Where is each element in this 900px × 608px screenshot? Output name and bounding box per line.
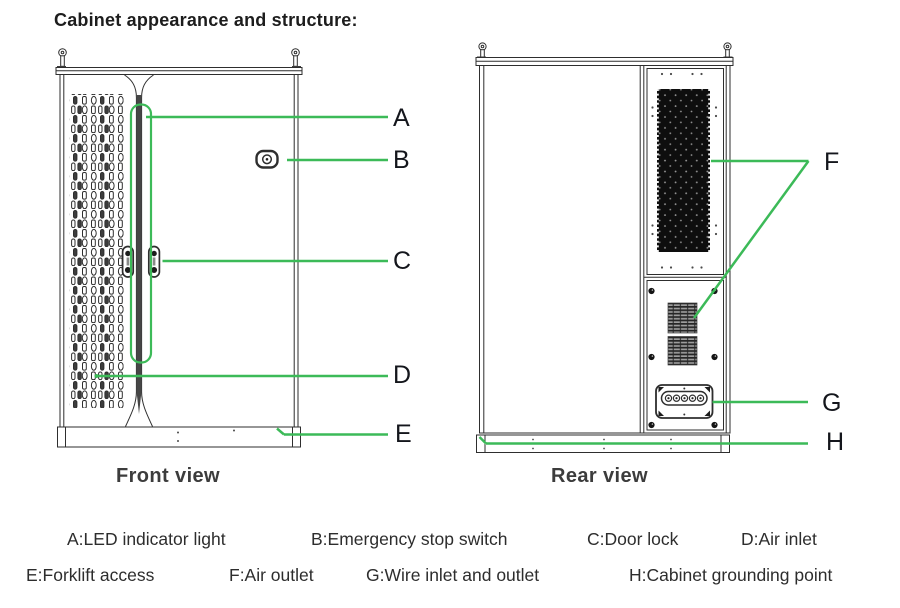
rear-callout-lines (478, 159, 810, 445)
callout-frame-a (129, 103, 153, 364)
legend-item-c: C:Door lock (587, 529, 679, 549)
front-view-caption: Front view (116, 465, 221, 487)
front-view-drawing (55, 48, 388, 448)
emergency-stop-switch (255, 149, 279, 169)
callout-label-a: A (393, 104, 410, 132)
legend-item-h: H:Cabinet grounding point (629, 565, 833, 585)
rear-screw-dots (651, 72, 718, 269)
legend-item-f: F:Air outlet (229, 565, 314, 585)
wire-inlet-outlet-panel (655, 384, 714, 419)
rear-upper-panel (646, 68, 724, 275)
vent-grille-upper (667, 302, 698, 334)
led-indicator-strip (136, 95, 142, 392)
legend-item-d: D:Air inlet (741, 529, 817, 549)
lifting-eye-left-rear (478, 42, 487, 59)
rear-view-drawing (475, 42, 810, 453)
legend-item-e: E:Forklift access (26, 565, 155, 585)
legend-item-g: G:Wire inlet and outlet (366, 565, 540, 585)
page-title: Cabinet appearance and structure: (54, 10, 358, 30)
callout-label-g: G (822, 389, 842, 417)
lifting-eye-right-rear (723, 42, 732, 59)
forklift-base (57, 426, 301, 448)
vent-grille-lower (667, 336, 698, 366)
callout-label-d: D (393, 361, 412, 389)
front-callout-lines (94, 103, 388, 436)
lifting-eye-left (58, 48, 67, 67)
air-inlet-perforation (69, 94, 124, 408)
callout-label-h: H (826, 428, 845, 456)
air-outlet-panel (657, 89, 710, 252)
legend-item-a: A:LED indicator light (67, 529, 226, 549)
callout-label-b: B (393, 146, 410, 174)
callout-label-f: F (824, 148, 840, 176)
rear-lower-panel (646, 280, 724, 431)
callout-label-e: E (395, 420, 412, 448)
legend-item-b: B:Emergency stop switch (311, 529, 508, 549)
door-seam (124, 74, 154, 427)
rear-view-caption: Rear view (551, 465, 648, 487)
callout-label-c: C (393, 247, 412, 275)
lifting-eye-right (291, 48, 300, 67)
seam-taper (136, 392, 142, 414)
callout-line-f-diagonal (692, 160, 810, 319)
